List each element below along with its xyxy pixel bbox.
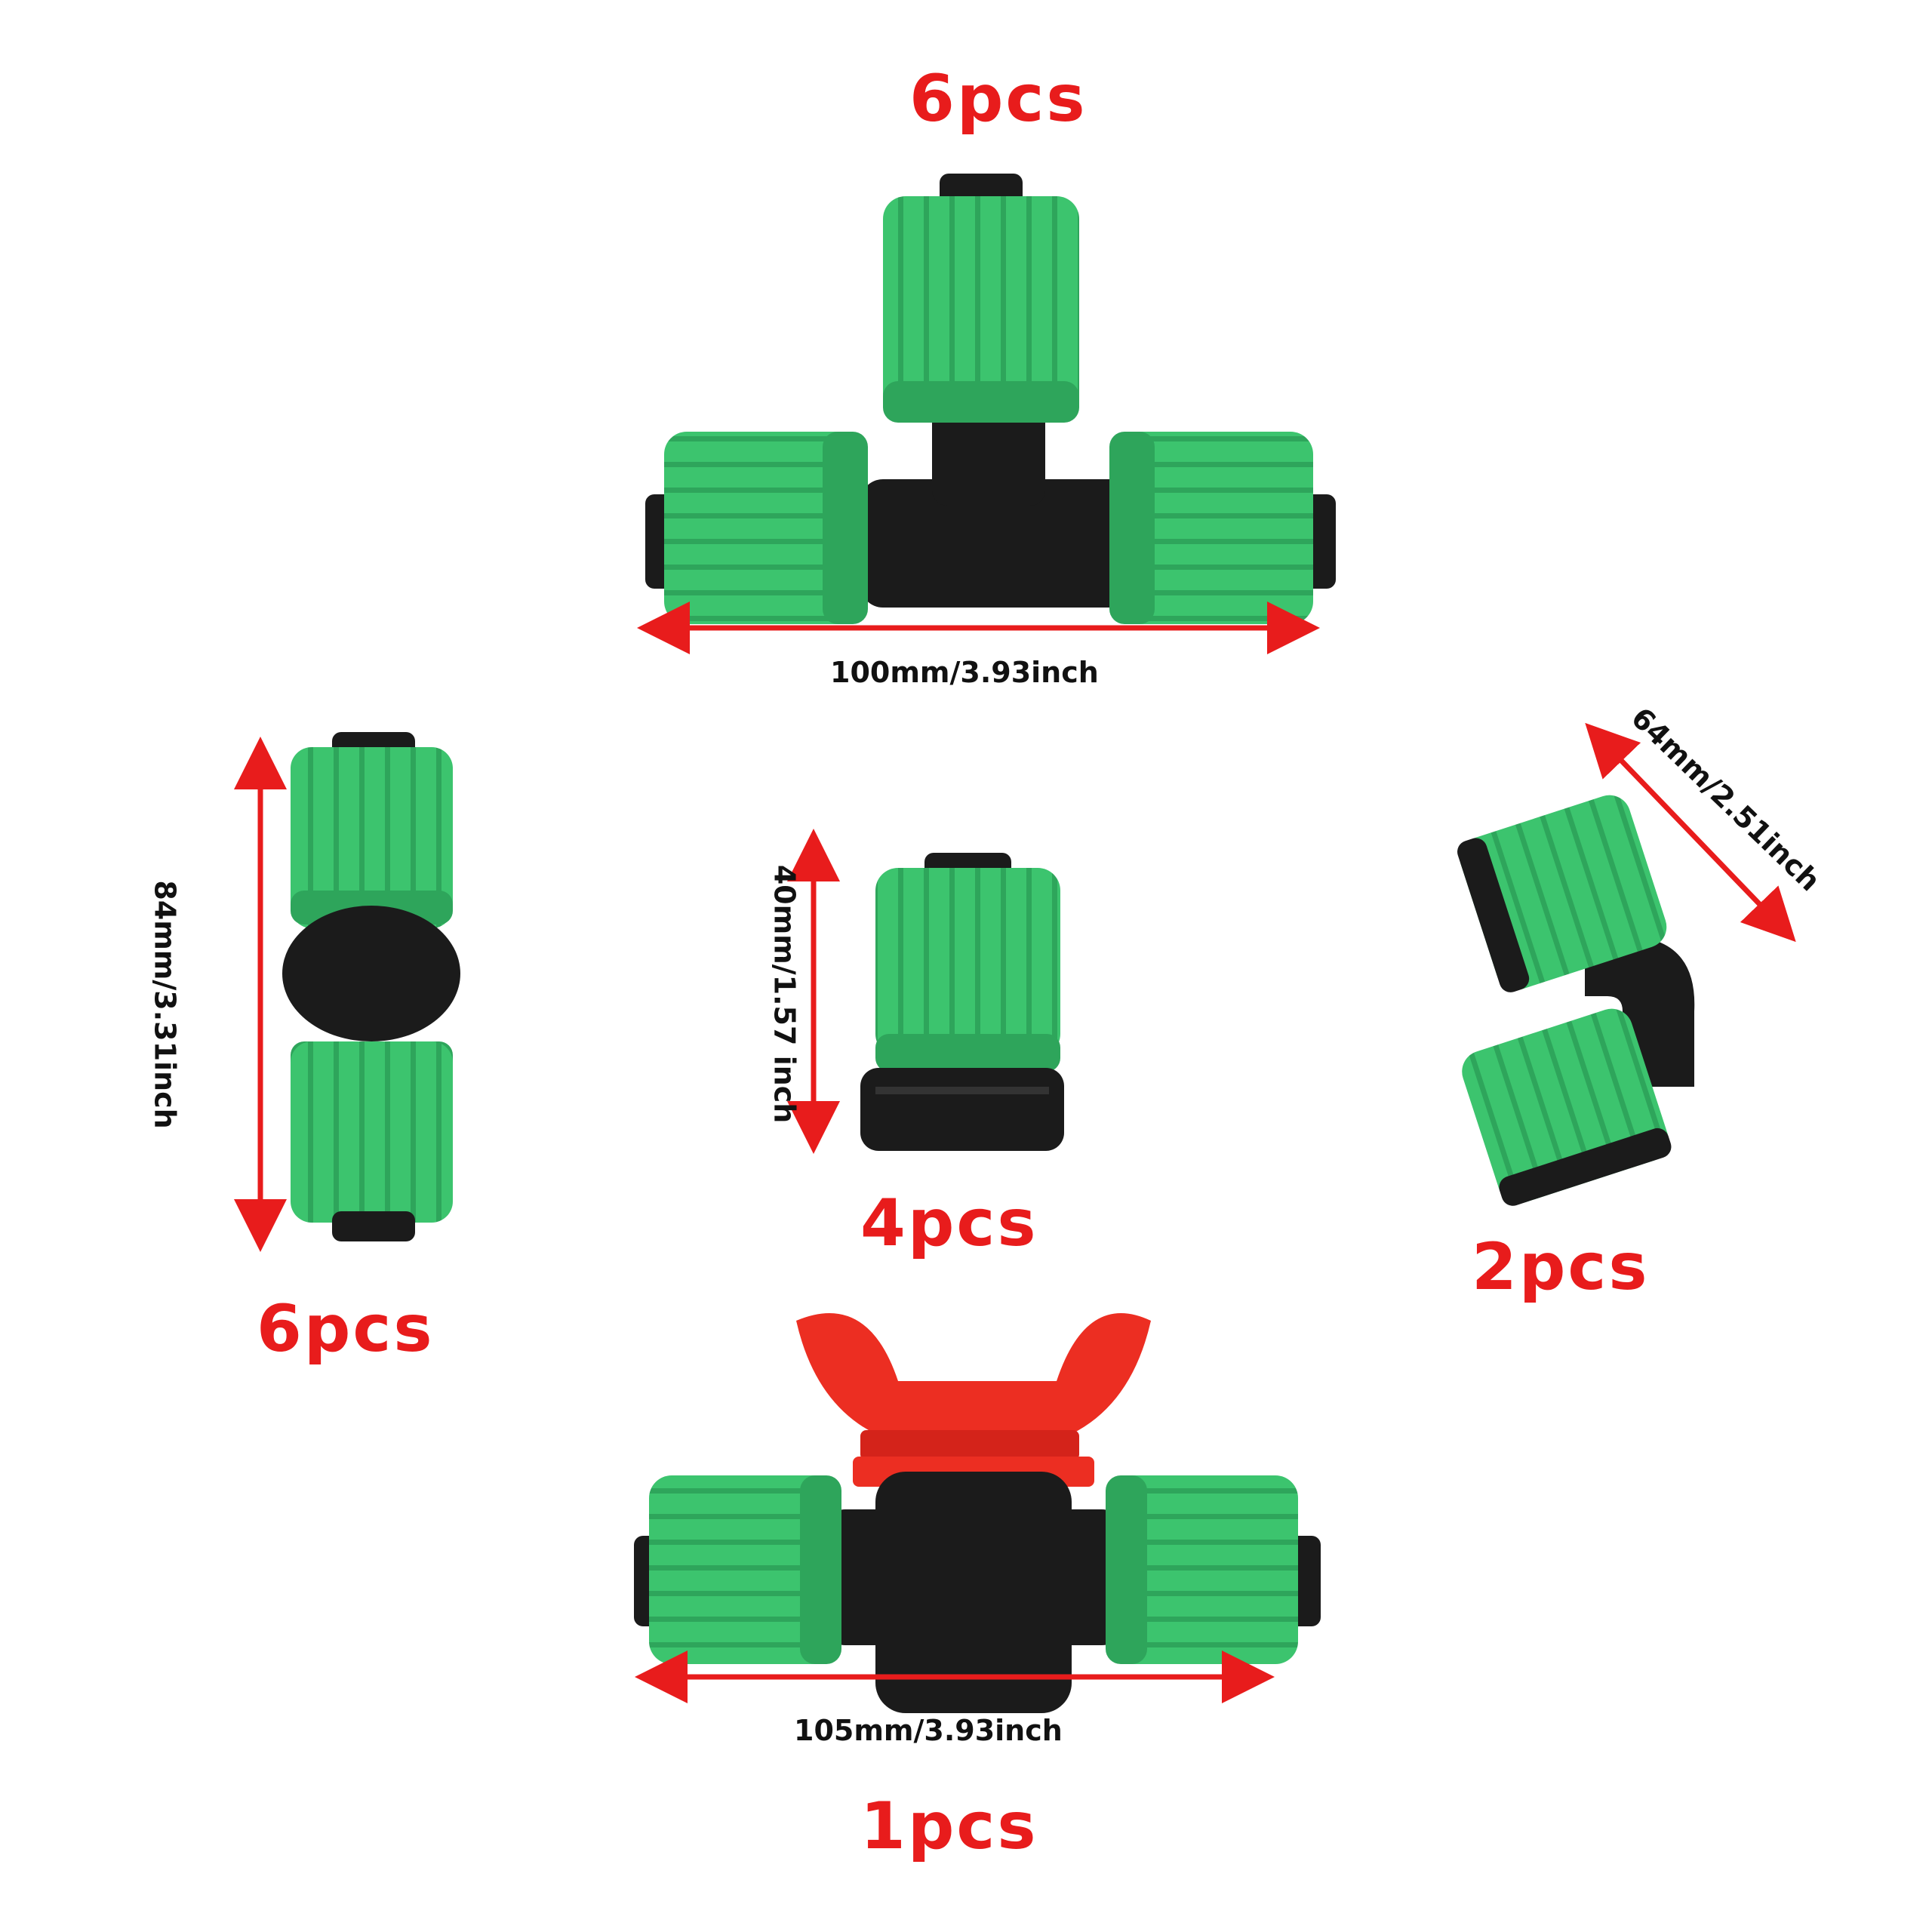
coupler-quantity-label: 6pcs — [257, 1291, 435, 1367]
valve-quantity-label: 1pcs — [860, 1789, 1038, 1864]
straight-coupler-icon — [282, 732, 460, 1241]
tee-connector-icon — [645, 174, 1336, 624]
end-plug-dimension-label: 40mm/1.57 inch — [768, 864, 801, 1124]
elbow-quantity-label: 2pcs — [1472, 1229, 1650, 1305]
end-plug-quantity-label: 4pcs — [860, 1186, 1038, 1261]
elbow-dimension-arrow — [1585, 722, 1796, 943]
elbow-connector-icon — [1457, 795, 1695, 1206]
end-plug-icon — [860, 853, 1064, 1151]
tee-quantity-label: 6pcs — [909, 61, 1088, 137]
shut-off-valve-icon — [634, 1313, 1321, 1713]
tee-dimension-label: 100mm/3.93inch — [830, 656, 1099, 689]
valve-dimension-label: 105mm/3.93inch — [794, 1714, 1063, 1747]
coupler-dimension-label: 84mm/3.31inch — [148, 880, 182, 1129]
